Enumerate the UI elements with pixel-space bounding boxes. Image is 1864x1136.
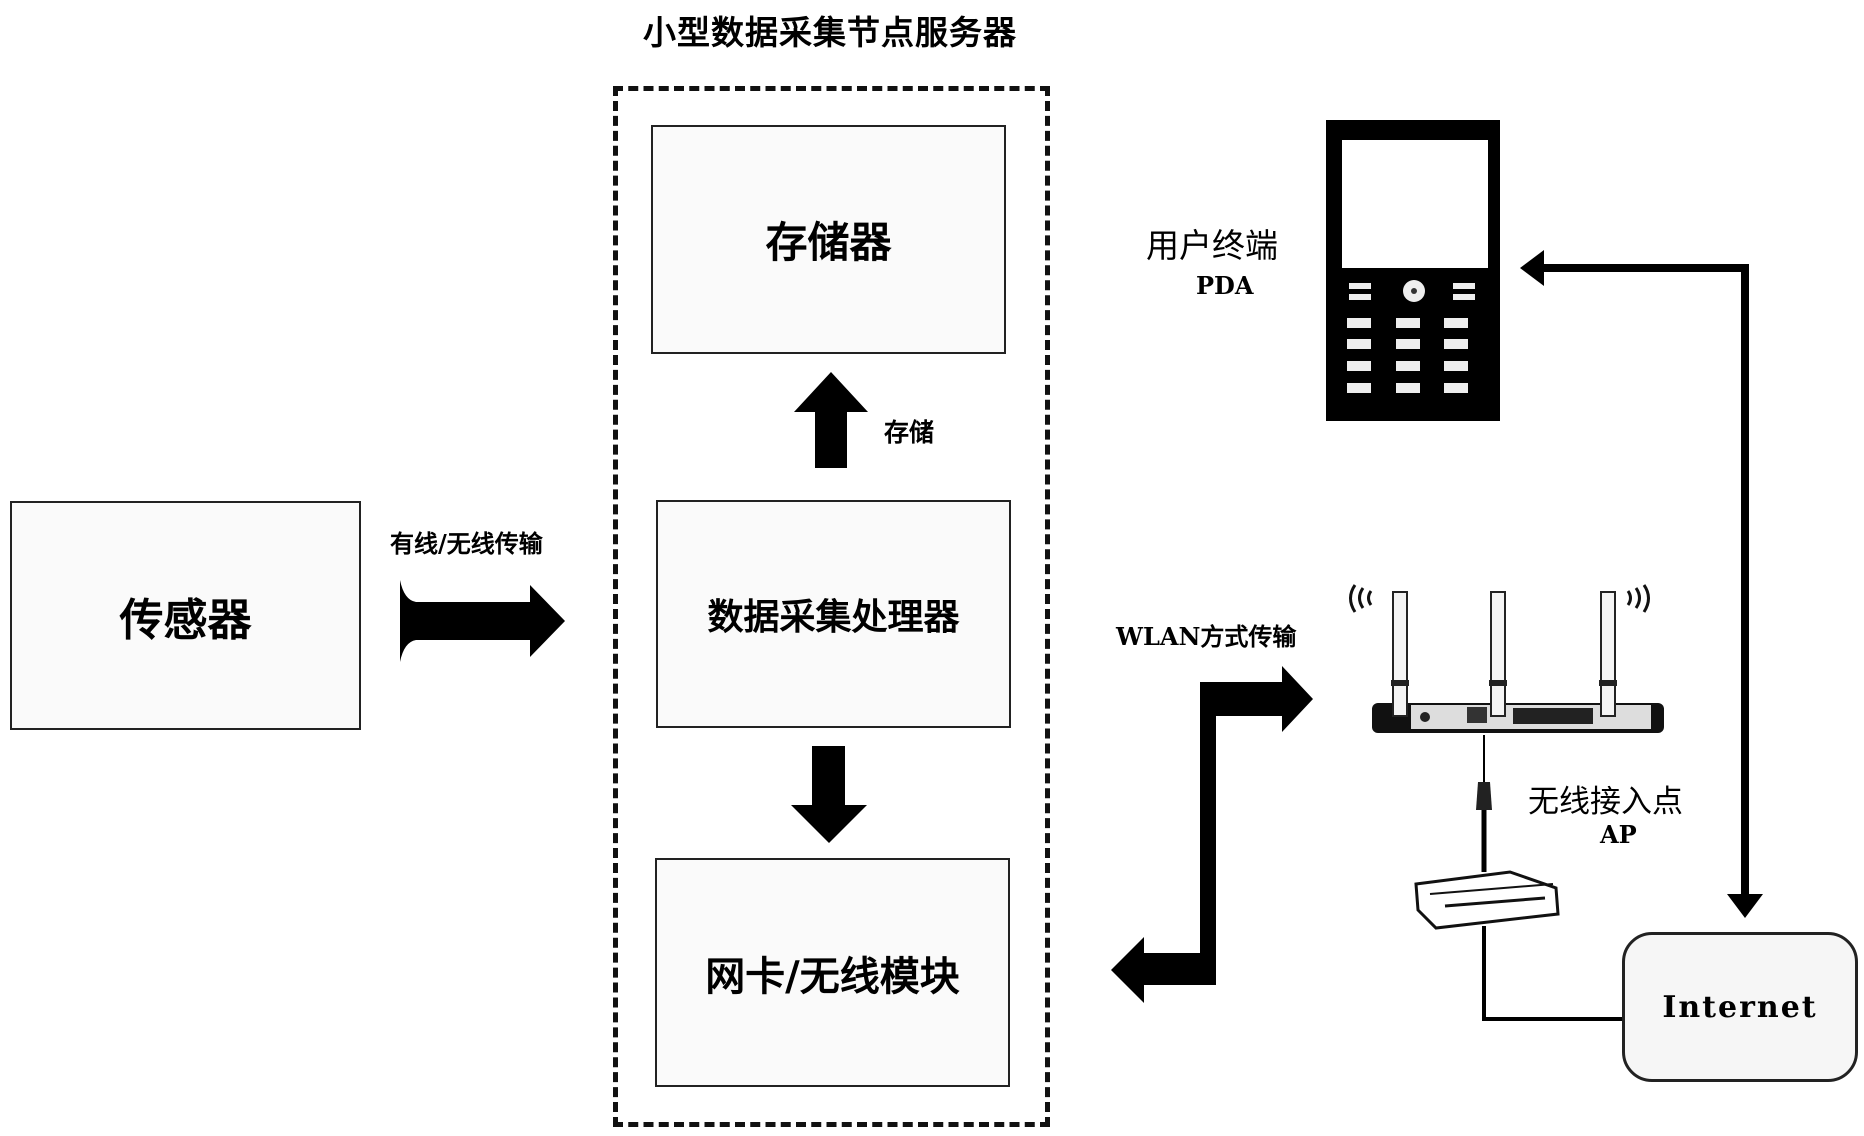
edge-label-wired-wireless: 有线/无线传输 — [390, 529, 543, 558]
node-storage: 存储器 — [651, 125, 1006, 354]
node-processor-label: 数据采集处理器 — [707, 596, 960, 638]
node-network-module: 网卡/无线模块 — [655, 858, 1010, 1087]
node-internet-label: Internet — [1662, 989, 1818, 1025]
edge-internet-to-terminal — [1520, 250, 1763, 918]
diagram-title: 小型数据采集节点服务器 — [643, 13, 1017, 52]
node-processor: 数据采集处理器 — [656, 500, 1011, 728]
edge-label-store: 存储 — [884, 418, 935, 447]
node-storage-label: 存储器 — [765, 218, 892, 267]
cable-ap-to-modem — [1476, 735, 1492, 872]
edge-processor-to-module — [791, 746, 867, 843]
node-access-point-label: 无线接入点 — [1528, 784, 1683, 820]
edge-module-to-ap — [1111, 666, 1313, 1003]
modem-icon — [1414, 870, 1560, 930]
wifi-signal-icon — [1349, 584, 1650, 613]
edge-sensor-to-processor — [400, 580, 565, 662]
node-network-module-label: 网卡/无线模块 — [705, 952, 960, 1000]
edge-processor-to-storage — [794, 372, 868, 468]
node-user-terminal-sublabel: PDA — [1196, 271, 1254, 300]
node-access-point-sublabel: AP — [1600, 820, 1637, 849]
node-user-terminal-label: 用户终端 — [1146, 226, 1278, 265]
node-internet: Internet — [1622, 932, 1858, 1082]
node-server-boundary — [613, 86, 1050, 1127]
node-sensor: 传感器 — [10, 501, 361, 730]
wireless-router-icon — [1372, 591, 1664, 733]
cable-modem-to-internet — [1482, 926, 1622, 1021]
phone-pda-icon — [1326, 120, 1500, 421]
node-sensor-label: 传感器 — [119, 594, 252, 646]
edge-label-wlan: WLAN方式传输 — [1116, 622, 1297, 651]
